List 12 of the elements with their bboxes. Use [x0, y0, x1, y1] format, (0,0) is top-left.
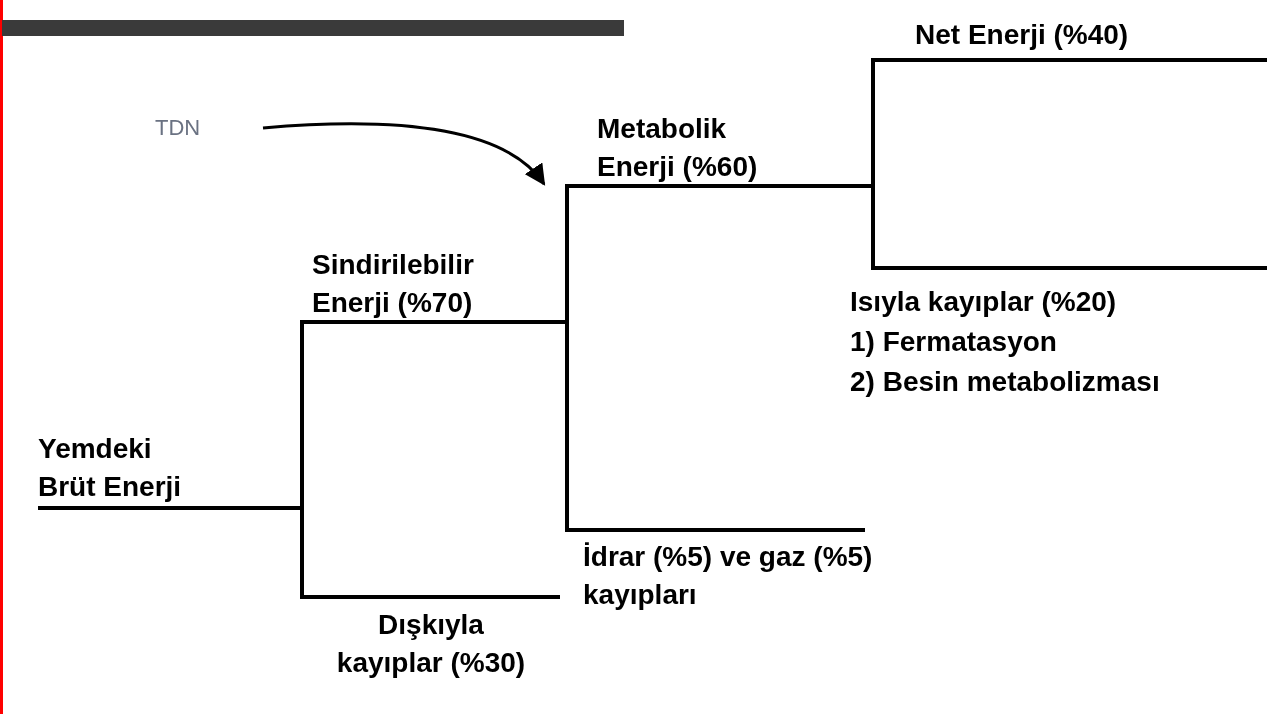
node-label: Isıyla kayıplar (%20)	[850, 285, 1118, 319]
node-label: Sindirilebilir Enerji (%70)	[312, 248, 475, 320]
node-label: Net Enerji (%40)	[915, 18, 1130, 52]
node-label: TDN	[155, 114, 202, 142]
node-label: 1) Fermatasyon	[850, 325, 1058, 359]
node-label: Dışkıyla kayıplar (%30)	[335, 608, 527, 680]
node-label: Metabolik Enerji (%60)	[596, 112, 759, 184]
node-label: İdrar (%5) ve gaz (%5) kayıpları	[583, 540, 874, 612]
node-label: 2) Besin metabolizması	[850, 365, 1161, 399]
node-label: Yemdeki Brüt Enerji	[38, 432, 183, 504]
curved-arrow	[262, 122, 546, 186]
connector-line	[565, 184, 1267, 270]
